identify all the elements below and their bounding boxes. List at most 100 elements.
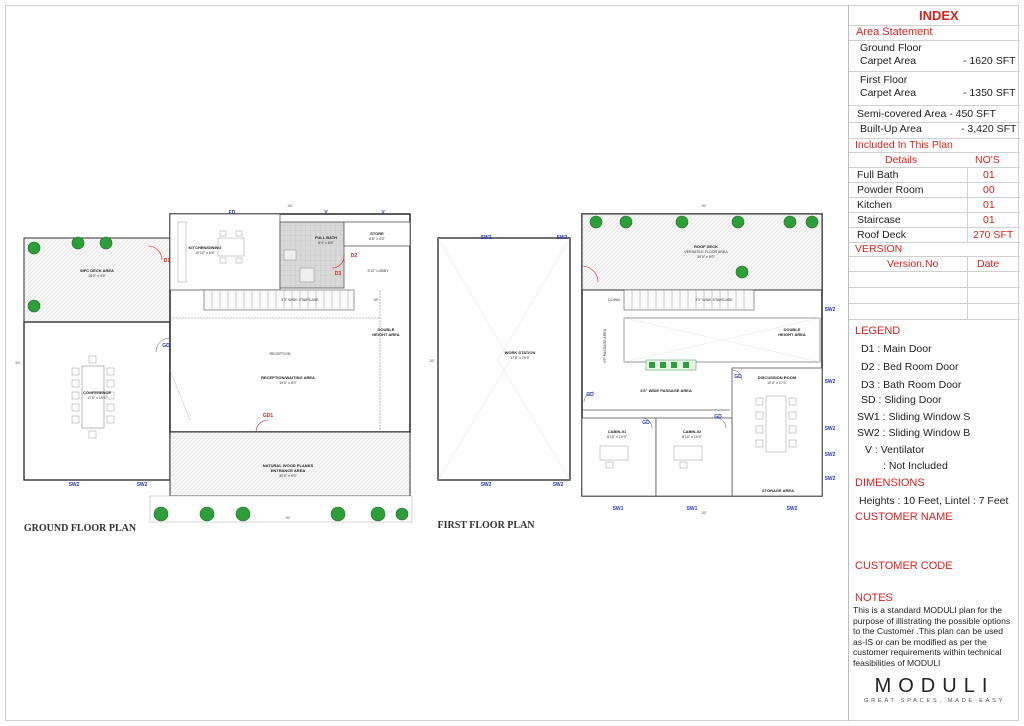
sliding-swing [169,369,191,421]
kitchen-label: KITCHEN/DINING [189,245,222,250]
item-kitchen-label: Kitchen [857,199,893,211]
cabin-01-dim: 8'10" x 10'9" [607,435,627,439]
cabin-02 [655,417,733,497]
gf-carpet-value: - 1620 SFT [963,55,1016,67]
version-no-column: Version.No [887,258,939,270]
nos-column: NO'S [975,154,1000,166]
moduli-logo: MODULI GREAT SPACES, MADE EASY [849,675,1020,706]
ground-floor-label: Ground Floor [860,42,922,54]
lobby-label: 5'10" LOBBY [368,269,390,273]
area-statement-heading: Area Statement [856,26,933,38]
store-label: STORE [370,231,384,236]
brand-name: MODULI [874,675,995,697]
tag-sw2-bl: SW2 [481,482,492,488]
tag-sw2-bottom: SW2 [787,506,798,512]
legend-sw1: SW1 : Sliding Window S [857,411,971,423]
first-trees [589,215,819,279]
tag-sw2-tl: SW2 [481,235,492,241]
ff-door-swing-3 [641,417,653,429]
customer-code-heading: CUSTOMER CODE [855,560,953,572]
tag-gd-2: GD [642,420,650,426]
cabin-01 [581,417,657,497]
legend-sw2: SW2 : Sliding Window B [857,427,971,439]
dimensions-text: Heights : 10 Feet, Lintel : 7 Feet [859,495,1009,507]
store-dim: 8'6" x 4'6" [369,237,385,241]
item-staircase-value: 01 [983,214,995,226]
legend-v: V : Ventilator [865,444,925,456]
door-gd-swing [155,337,171,353]
bath-fixture-2 [299,267,315,283]
notes-text: This is a standard MODULI plan for the p… [853,605,1011,668]
first-double-height-label-2: HEIGHT AREA [778,332,806,337]
item-full-bath-value: 01 [983,169,995,181]
tag-sw2-tr: SW2 [557,235,568,241]
store-room [343,221,411,247]
ground-floor-title: GROUND FLOOR PLAN [24,523,137,534]
item-roof-deck-label: Roof Deck [857,229,907,241]
down-label: DOWN [608,298,620,302]
entrance-step [149,495,413,523]
ff-door-swing-5 [731,369,743,381]
double-height-label: DOUBLE [378,327,395,332]
item-staircase-label: Staircase [857,214,901,226]
tag-d1: D1 [164,258,171,264]
tag-sw2-r3: SW2 [825,426,836,432]
cabin-02-label: CABIN-02 [683,429,702,434]
roof-deck-sub: VERSATILE FLOOR AREA [684,250,728,254]
work-station [437,237,571,481]
ground-trees [27,236,409,522]
tag-sw2-r1: SW2 [825,307,836,313]
conference-room [23,321,171,481]
included-heading: Included In This Plan [855,139,953,151]
built-up-value: - 3,420 SFT [961,123,1017,135]
void-diagonals [623,317,821,363]
legend-d1: D1 : Main Door [861,343,932,355]
entrance-deck [169,431,411,497]
notes-heading: NOTES [855,592,893,604]
first-staircase [623,289,755,311]
first-floor-title: FIRST FLOOR PLAN [437,520,535,531]
tag-gd-4: GD [734,374,742,380]
floor-plan-drawing: WFC DECK AREA 18'0" x 9'5" CONFERENCE 17… [15,203,836,534]
first-furniture [599,395,797,469]
discussion-room [731,367,823,497]
cabin-01-label: CABIN-01 [608,429,627,434]
ground-dim-bottom: 30' [285,515,290,520]
roof-deck-dim: 30'0" x 9'0" [697,255,715,259]
ground-staircase-label: 3'3" WIDE STAIRCASE [281,298,319,302]
tag-sw2-r4: SW2 [825,452,836,458]
legend-d2: D2 : Bed Room Door [861,361,959,373]
storage-label: STORAGE AREA [762,488,794,493]
item-full-bath-label: Full Bath [857,169,899,181]
tag-sw2-a: SW2 [69,482,80,488]
first-dim-bottom: 30' [701,510,706,515]
ground-dim-side: 50' [15,360,20,365]
item-roof-deck-value: 270 SFT [973,229,1014,241]
door-d1-swing [147,245,163,261]
ff-door-swing-4 [715,417,727,429]
double-height-label-2: HEIGHT AREA [372,332,400,337]
date-column: Date [977,258,1000,270]
wfc-deck-label: WFC DECK AREA [80,268,114,273]
legend-d3: D3 : Bath Room Door [861,379,962,391]
tag-gd-3: GD [714,414,722,420]
ff-carpet-value: - 1350 SFT [963,87,1016,99]
tag-fd: FD [229,210,236,216]
built-up-label: Built-Up Area [860,123,922,135]
tag-sw1-b: SW1 [687,506,698,512]
passage-horizontal-label: 4'6" WIDE PASSAGE AREA [640,388,692,393]
item-kitchen-value: 01 [983,199,995,211]
conference-label: CONFERENCE [83,390,111,395]
reception-label: RECEPTION [270,352,291,356]
kitchen-dim: 10'10" x 8'8" [195,251,215,255]
first-stair-treads [631,290,745,310]
tag-gd1: GD1 [263,413,274,419]
reception-dim: 19'6" x 8'0" [279,381,297,385]
natural-wood-label: NATURAL WOOD PLANKS [263,463,314,468]
conference-chairs [71,355,115,439]
ff-door-swing-2 [583,391,595,403]
brand-tagline: GREAT SPACES, MADE EASY [864,698,1005,704]
item-powder-room-label: Powder Room [857,184,924,196]
ff-carpet-label: Carpet Area [860,87,917,99]
conference-dim: 17'6" x 19'4" [87,396,107,400]
